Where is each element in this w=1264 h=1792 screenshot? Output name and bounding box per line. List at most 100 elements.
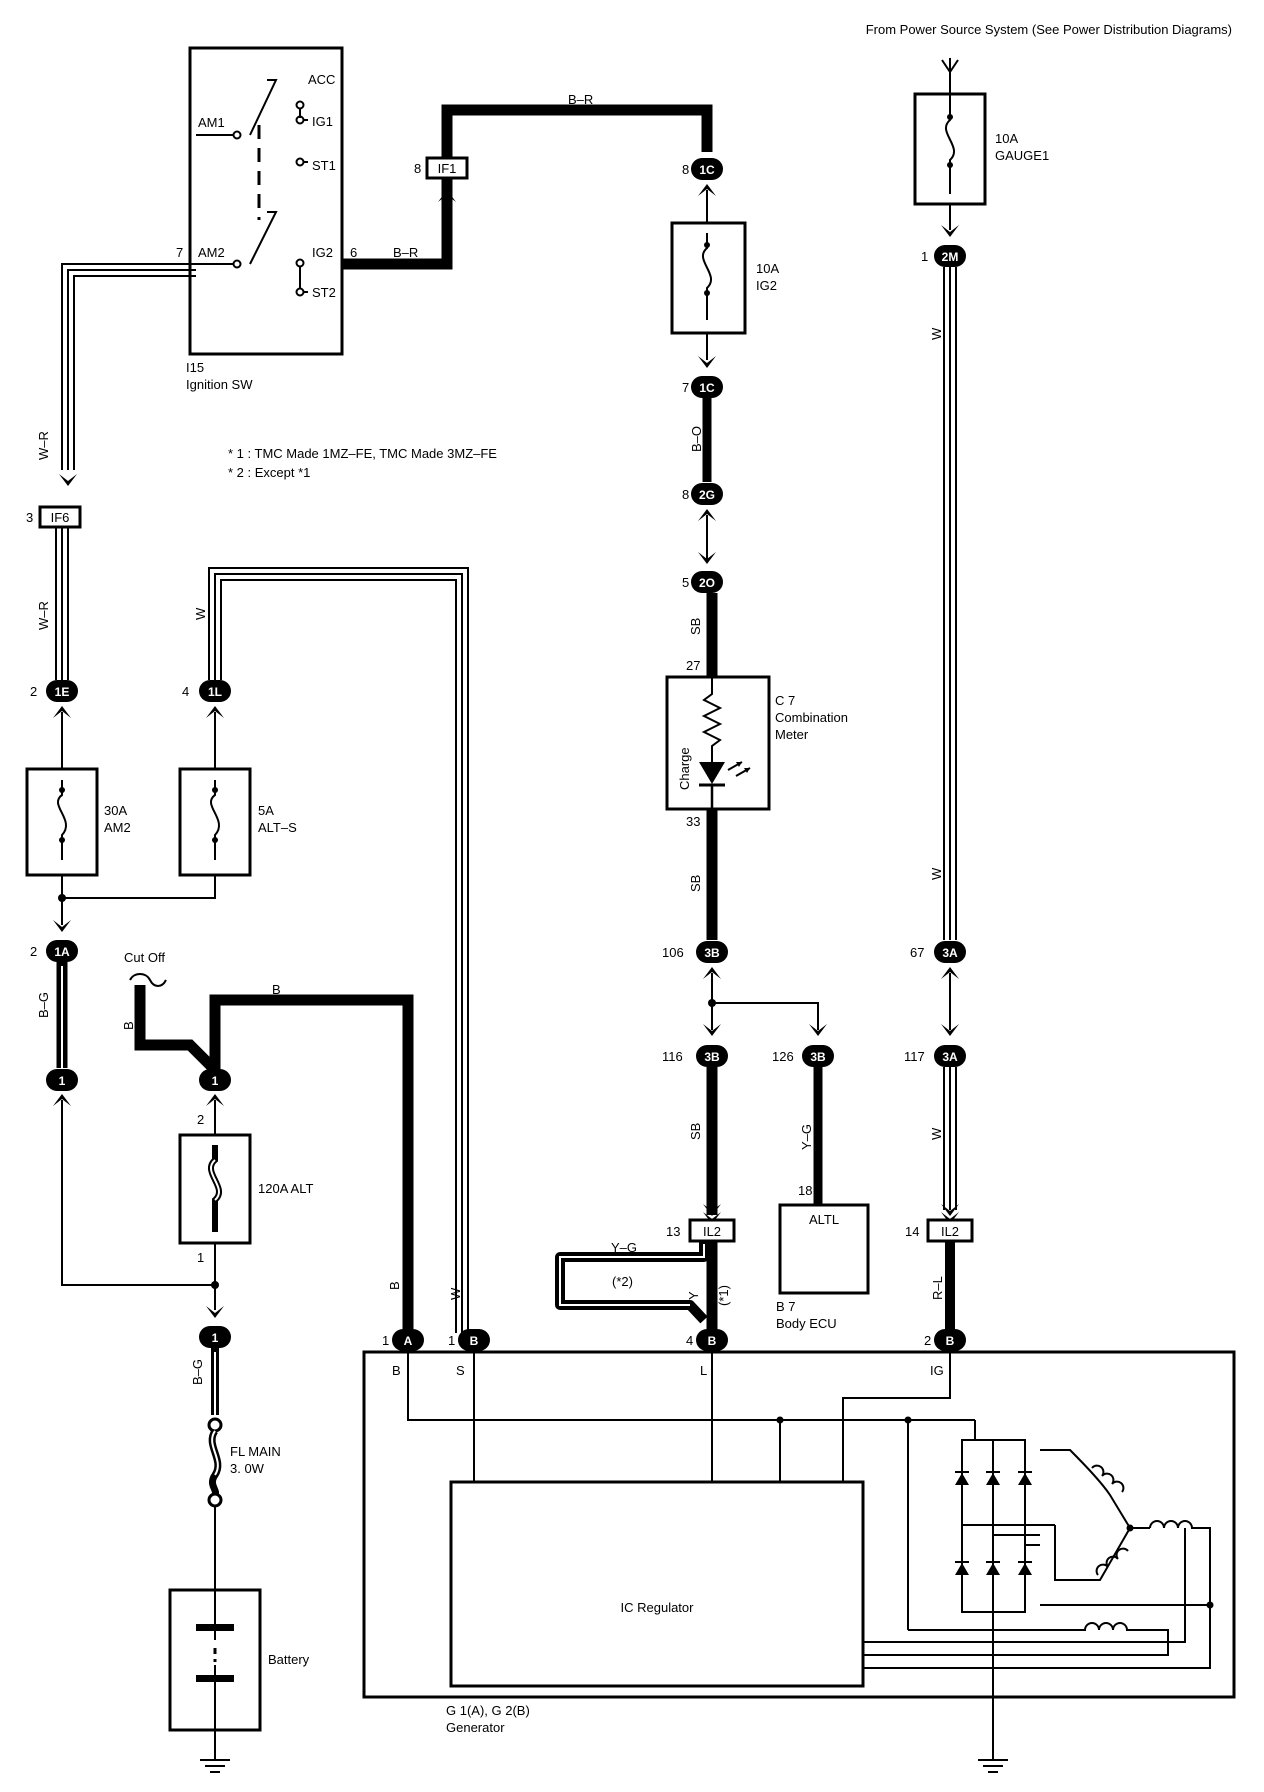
- battery-label: Battery: [268, 1652, 310, 1667]
- gen-pin-ig-num: 2: [924, 1333, 931, 1348]
- fuse-alt: 120A ALT: [258, 1181, 313, 1196]
- fuse-am2-amp: 30A: [104, 803, 127, 818]
- fuse-flmain-rating: 3. 0W: [230, 1461, 265, 1476]
- conn-2g-pin: 8: [682, 487, 689, 502]
- gen-term-ig: IG: [930, 1363, 944, 1378]
- gen-pin-a-num: 1: [382, 1333, 389, 1348]
- wire-sb-3: SB: [688, 1123, 703, 1140]
- ecu-box: ALTL: [809, 1212, 839, 1227]
- conn-3a-67: 3A: [942, 946, 958, 960]
- conn-2o: 2O: [699, 576, 715, 590]
- fuse-alts-name: ALT–S: [258, 820, 297, 835]
- wire-br-lower: B–R: [393, 245, 418, 260]
- wire-w-s1: W: [193, 607, 208, 620]
- conn-3b-116: 3B: [704, 1050, 720, 1064]
- conn-il2-13-pin: 13: [666, 1224, 680, 1239]
- wire-rl: R–L: [930, 1276, 945, 1300]
- alt-pin-2: 2: [197, 1112, 204, 1127]
- ign-id: I15: [186, 360, 204, 375]
- generator-id: G 1(A), G 2(B): [446, 1703, 530, 1718]
- conn-1e: 1E: [55, 685, 70, 699]
- gen-term-s: S: [456, 1363, 465, 1378]
- gen-pin-s-conn: B: [470, 1334, 479, 1348]
- conn-3a-67-pin: 67: [910, 945, 924, 960]
- gen-pin-l-conn: B: [708, 1334, 717, 1348]
- wire-br-upper: B–R: [568, 92, 593, 107]
- conn-3a-117: 3A: [942, 1050, 958, 1064]
- ign-am1: AM1: [198, 115, 225, 130]
- meter-pin-bot: 33: [686, 814, 700, 829]
- ign-ig1: IG1: [312, 114, 333, 129]
- conn-3b-106: 3B: [704, 946, 720, 960]
- wire-b-cutoff: B: [121, 1021, 136, 1030]
- wire-yg-ecu: Y–G: [799, 1124, 814, 1150]
- fuse-flmain-name: FL MAIN: [230, 1444, 281, 1459]
- ign-name: Ignition SW: [186, 377, 253, 392]
- conn-1c-top: 1C: [699, 163, 715, 177]
- gen-term-l: L: [700, 1363, 707, 1378]
- cutoff-label: Cut Off: [124, 950, 165, 965]
- wire-star2: (*2): [612, 1274, 633, 1289]
- ign-pin-am2: 7: [176, 245, 183, 260]
- conn-1l: 1L: [208, 685, 222, 699]
- meter-id: C 7: [775, 693, 795, 708]
- conn-if1: IF1: [438, 161, 457, 176]
- conn-il2-14: IL2: [941, 1224, 959, 1239]
- conn-bottom-1: 1: [212, 1331, 219, 1345]
- gen-pin-s-num: 1: [448, 1333, 455, 1348]
- notes-2: * 2 : Except *1: [228, 465, 310, 480]
- generator: A B B B 1 1 4 2 B S L IG IC Regulator: [362, 1329, 1236, 1773]
- fuse-ig2-name: IG2: [756, 278, 777, 293]
- gen-term-b: B: [392, 1363, 401, 1378]
- conn-1c-top-pin: 8: [682, 162, 689, 177]
- conn-3b-126: 3B: [810, 1050, 826, 1064]
- wire-star1: (*1): [716, 1285, 731, 1306]
- conn-1a-pin: 2: [30, 944, 37, 959]
- notes-1: * 1 : TMC Made 1MZ–FE, TMC Made 3MZ–FE: [228, 446, 497, 461]
- wire-w-r2: W: [929, 867, 944, 880]
- gen-pin-l-num: 4: [686, 1333, 693, 1348]
- conn-1c-bot-pin: 7: [682, 380, 689, 395]
- ign-ig2: IG2: [312, 245, 333, 260]
- ignition-switch: ACC AM1 IG1 ST1 AM2 IG2 ST2 7 6 I15 Igni…: [176, 46, 357, 392]
- conn-2g: 2G: [699, 488, 715, 502]
- meter-charge: Charge: [677, 747, 692, 790]
- conn-1a: 1A: [54, 945, 70, 959]
- fuse-alts-amp: 5A: [258, 803, 274, 818]
- wire-w-r3: W: [929, 1127, 944, 1140]
- fuse-gauge1-amp: 10A: [995, 131, 1018, 146]
- ic-regulator: IC Regulator: [621, 1600, 695, 1615]
- wire-yg-loop: Y–G: [611, 1240, 637, 1255]
- ecu-id: B 7: [776, 1299, 796, 1314]
- wire-bg-left: B–G: [36, 992, 51, 1018]
- wire-wr-lower: W–R: [36, 601, 51, 630]
- conn-3b-126-pin: 126: [772, 1049, 794, 1064]
- meter-pin-top: 27: [686, 658, 700, 673]
- conn-left-1: 1: [59, 1074, 66, 1088]
- conn-1e-pin: 2: [30, 684, 37, 699]
- wire-b-top: B: [272, 982, 281, 997]
- wire-sb-1: SB: [688, 618, 703, 635]
- fuse-am2-name: AM2: [104, 820, 131, 835]
- conn-2o-pin: 5: [682, 575, 689, 590]
- wire-bg-bottom: B–G: [190, 1359, 205, 1385]
- wire-b-gen: B: [387, 1281, 402, 1290]
- rectifier-diodes: [955, 1420, 1055, 1613]
- conn-3b-106-pin: 106: [662, 945, 684, 960]
- ecu-pin: 18: [798, 1183, 812, 1198]
- fuse-ig2-amp: 10A: [756, 261, 779, 276]
- conn-mid-1: 1: [212, 1074, 219, 1088]
- conn-2m-pin: 1: [921, 249, 928, 264]
- wire-wr-upper: W–R: [36, 431, 51, 460]
- conn-il2-13: IL2: [703, 1224, 721, 1239]
- ecu-name: Body ECU: [776, 1316, 837, 1331]
- ground-icon-battery: [200, 1759, 230, 1773]
- ign-st1: ST1: [312, 158, 336, 173]
- conn-1l-pin: 4: [182, 684, 189, 699]
- conn-2m: 2M: [942, 250, 959, 264]
- conn-3a-117-pin: 117: [904, 1049, 925, 1064]
- conn-il2-14-pin: 14: [905, 1224, 919, 1239]
- ign-am2: AM2: [198, 245, 225, 260]
- wire-bo: B–O: [689, 426, 704, 452]
